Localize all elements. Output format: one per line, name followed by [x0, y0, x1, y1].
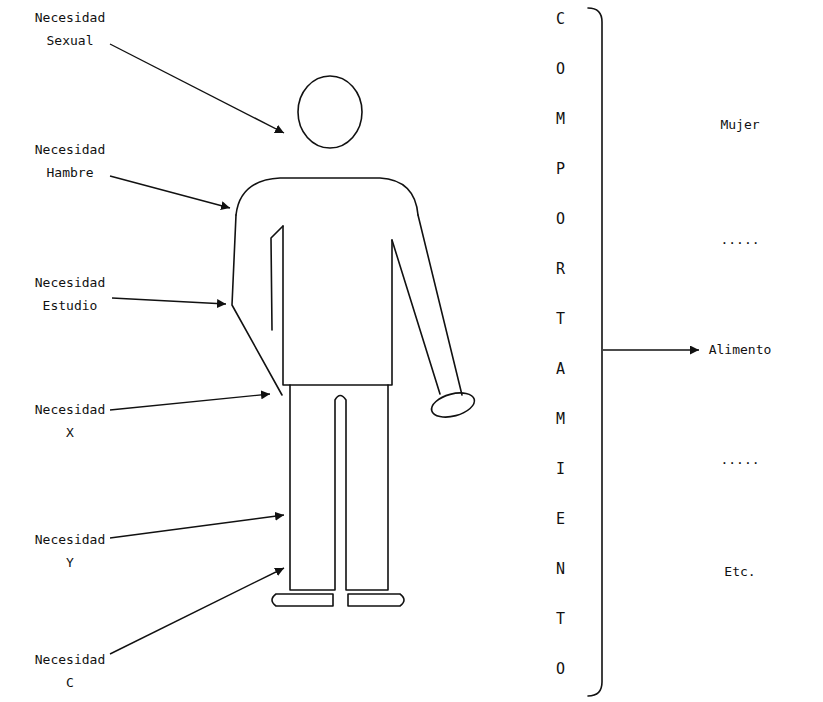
person-right-arm	[418, 215, 462, 395]
object-label: .....	[695, 448, 785, 471]
need-label: Necesidad C	[30, 648, 110, 694]
person-left-foot	[272, 594, 333, 606]
bracket	[588, 8, 602, 696]
person-right-foot	[348, 594, 404, 606]
vertical-label: COMPORTAMIENTO	[553, 0, 568, 694]
person-head	[298, 76, 362, 148]
object-label: Alimento	[695, 338, 785, 361]
person-torso	[283, 226, 392, 385]
person-left-arm-inner	[271, 226, 283, 330]
need-label: Necesidad Estudio	[30, 271, 110, 317]
need-arrow	[110, 394, 270, 410]
need-arrow	[110, 568, 284, 654]
need-label: Necesidad Y	[30, 528, 110, 574]
need-label: Necesidad Hambre	[30, 138, 110, 184]
behaviour-arrow	[603, 349, 699, 350]
person-right-arm-inner	[392, 240, 440, 394]
need-arrow	[112, 298, 226, 304]
need-arrow	[110, 44, 284, 133]
person-legs	[290, 385, 388, 590]
need-arrow	[110, 515, 284, 538]
person-hand	[429, 389, 477, 422]
need-label: Necesidad Sexual	[30, 6, 110, 52]
need-arrow	[110, 176, 230, 208]
object-label: .....	[695, 228, 785, 251]
person-left-arm	[232, 215, 282, 395]
person-shoulders	[236, 178, 418, 215]
need-label: Necesidad X	[30, 398, 110, 444]
object-label: Etc.	[695, 560, 785, 583]
object-label: Mujer	[695, 113, 785, 136]
